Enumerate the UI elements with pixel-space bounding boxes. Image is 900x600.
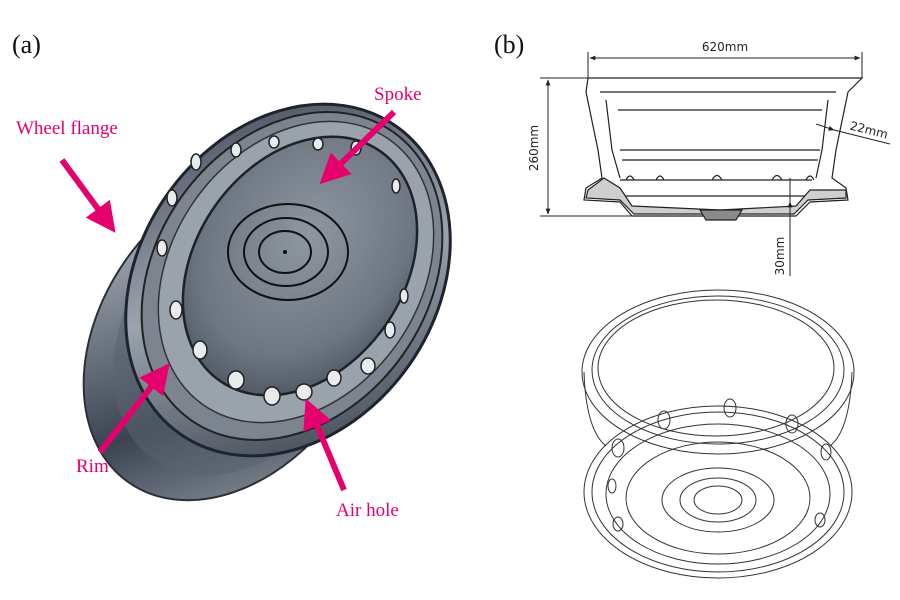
wire-rim-outer (581, 289, 855, 455)
arrow-wheel-flange (59, 158, 116, 233)
wire-rim-inner (591, 295, 845, 445)
arrow-air-hole (303, 398, 347, 492)
dim-thick-arrow (815, 123, 835, 131)
section-left-wall (605, 99, 621, 179)
wire-flange-outer (583, 405, 853, 579)
wire-spoke-mid (661, 467, 775, 533)
section-outline (583, 77, 864, 217)
spoke-circle-mid (243, 217, 329, 287)
dim-thickness-label: 22mm (849, 119, 890, 142)
arrow-spoke (319, 109, 397, 185)
spoke-center (283, 250, 287, 254)
dim-width-label: 620mm (702, 40, 748, 54)
air-holes (156, 135, 409, 406)
callout-arrows (59, 109, 397, 492)
panel-label-b: (b) (494, 30, 525, 59)
dim-height-label: 260mm (527, 125, 541, 171)
wire-spoke-outer (625, 441, 811, 555)
dimensions (540, 52, 891, 276)
arrow-rim (97, 363, 170, 454)
section-hidden-lines (618, 109, 822, 161)
panel-label-a: (a) (12, 30, 41, 59)
section-hub (698, 209, 744, 221)
spoke-circle-inner (258, 230, 312, 274)
label-wheel-flange: Wheel flange (16, 118, 118, 139)
dim-thick-leader (833, 129, 891, 145)
label-spoke: Spoke (374, 84, 422, 105)
dim-offset-label: 30mm (773, 237, 787, 276)
wire-spoke-center (693, 485, 743, 515)
wire-air-holes (607, 398, 832, 532)
wire-rim-inner2 (597, 299, 835, 437)
section-spoke-lines (620, 179, 812, 197)
section-hatch (585, 177, 847, 215)
wheel-wireframe (581, 289, 855, 579)
spoke-circle-outer (227, 203, 349, 301)
section-holes (625, 174, 815, 181)
wire-barrel-sides (583, 371, 853, 447)
wire-flange-mid (591, 411, 845, 573)
wire-spoke-inner (679, 477, 757, 523)
wire-flange-inner (605, 423, 831, 565)
label-air-hole: Air hole (336, 500, 399, 521)
section-right-wall (815, 99, 829, 179)
label-rim: Rim (76, 456, 109, 477)
cross-section-drawing (583, 77, 864, 221)
